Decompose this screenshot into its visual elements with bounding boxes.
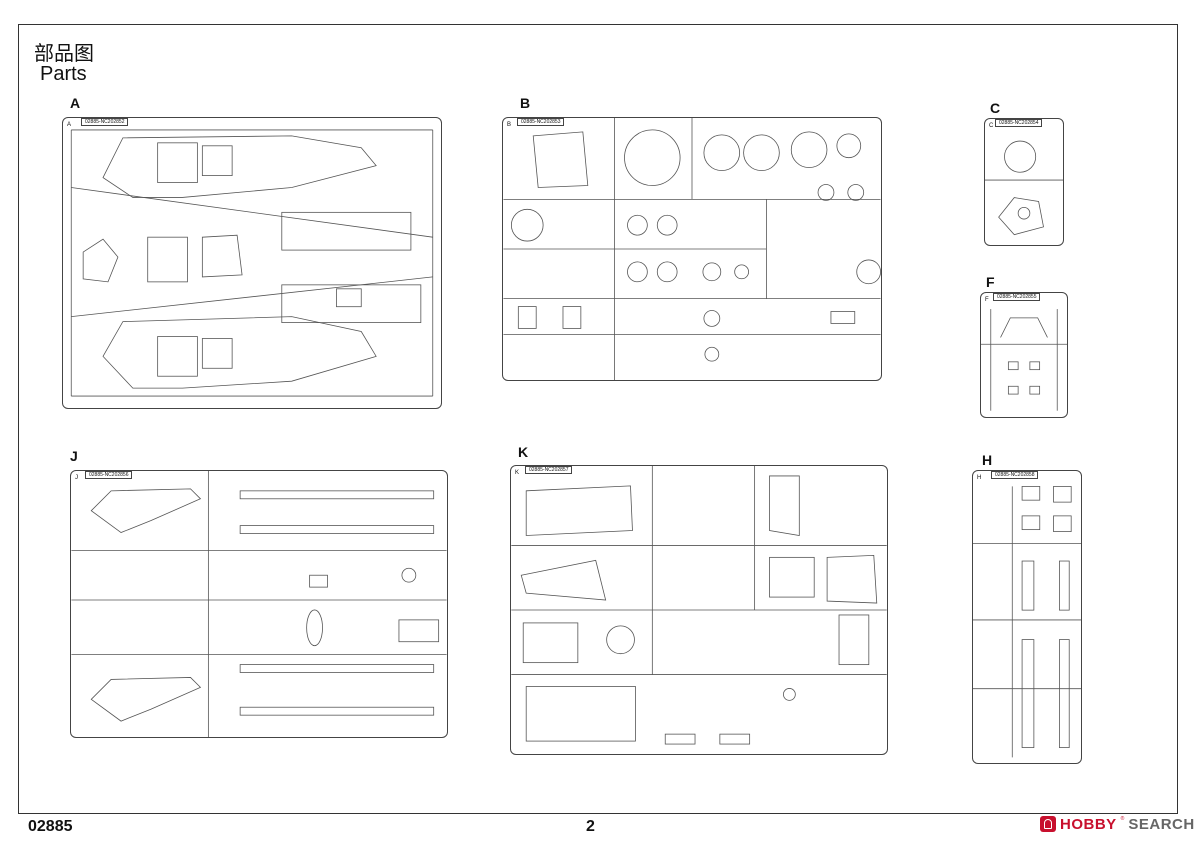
sprue-h: H 02885-NC202858	[972, 470, 1082, 764]
sprue-k: K 02885-NC202857	[510, 465, 888, 755]
brand-name-search: SEARCH	[1128, 815, 1195, 833]
sprue-b: B 02885-NC202853	[502, 117, 882, 381]
sprue-b-drawing	[503, 118, 881, 380]
sprue-j-tag: J	[75, 475, 78, 481]
sprue-a-code: 02885-NC202852	[81, 118, 129, 126]
brand-registered-mark: ®	[1120, 816, 1125, 822]
sprue-k-drawing	[511, 466, 887, 745]
product-code: 02885	[28, 818, 73, 835]
title-chinese: 部品图	[34, 41, 94, 65]
sprue-h-letter: H	[982, 452, 993, 468]
sprue-f-tag: F	[985, 297, 989, 303]
sprue-b-tag: B	[507, 122, 512, 128]
hobby-search-watermark: HOBBY ® SEARCH	[1040, 813, 1195, 835]
page-number: 2	[586, 818, 595, 835]
sprue-f-drawing	[981, 309, 1067, 411]
sprue-f-code: 02885-NC202855	[993, 293, 1041, 301]
sprue-f-letter: F	[986, 274, 995, 290]
sprue-j-drawing	[71, 471, 447, 737]
sprue-k-letter: K	[518, 444, 529, 460]
sprue-c-tag: C	[989, 123, 994, 129]
sprue-f: F 02885-NC202855	[980, 292, 1068, 418]
sprue-c-letter: C	[990, 100, 1001, 116]
sprue-a: A 02885-NC202852	[62, 117, 442, 409]
sprue-c-code: 02885-NC202854	[995, 119, 1043, 127]
sprue-j-letter: J	[70, 448, 78, 464]
sprue-a-letter: A	[70, 95, 81, 111]
sprue-a-drawing	[70, 129, 434, 397]
sprue-j: J 02885-NC202856	[70, 470, 448, 738]
sprue-h-code: 02885-NC202858	[991, 471, 1039, 479]
brand-name-hobby: HOBBY	[1060, 815, 1117, 833]
sprue-h-tag: H	[977, 475, 982, 481]
sprue-b-code: 02885-NC202853	[517, 118, 565, 126]
sprue-h-drawing	[973, 486, 1081, 758]
sprue-b-letter: B	[520, 95, 531, 111]
title-english: Parts	[40, 63, 87, 85]
sprue-c: C 02885-NC202854	[984, 118, 1064, 246]
page-frame	[18, 24, 1178, 814]
sprue-k-code: 02885-NC202857	[525, 466, 573, 474]
sprue-a-tag: A	[67, 122, 72, 128]
hobby-search-logo-icon	[1040, 816, 1056, 832]
sprue-j-code: 02885-NC202856	[85, 471, 133, 479]
sprue-c-drawing	[985, 140, 1063, 236]
sprue-k-tag: K	[515, 470, 520, 476]
